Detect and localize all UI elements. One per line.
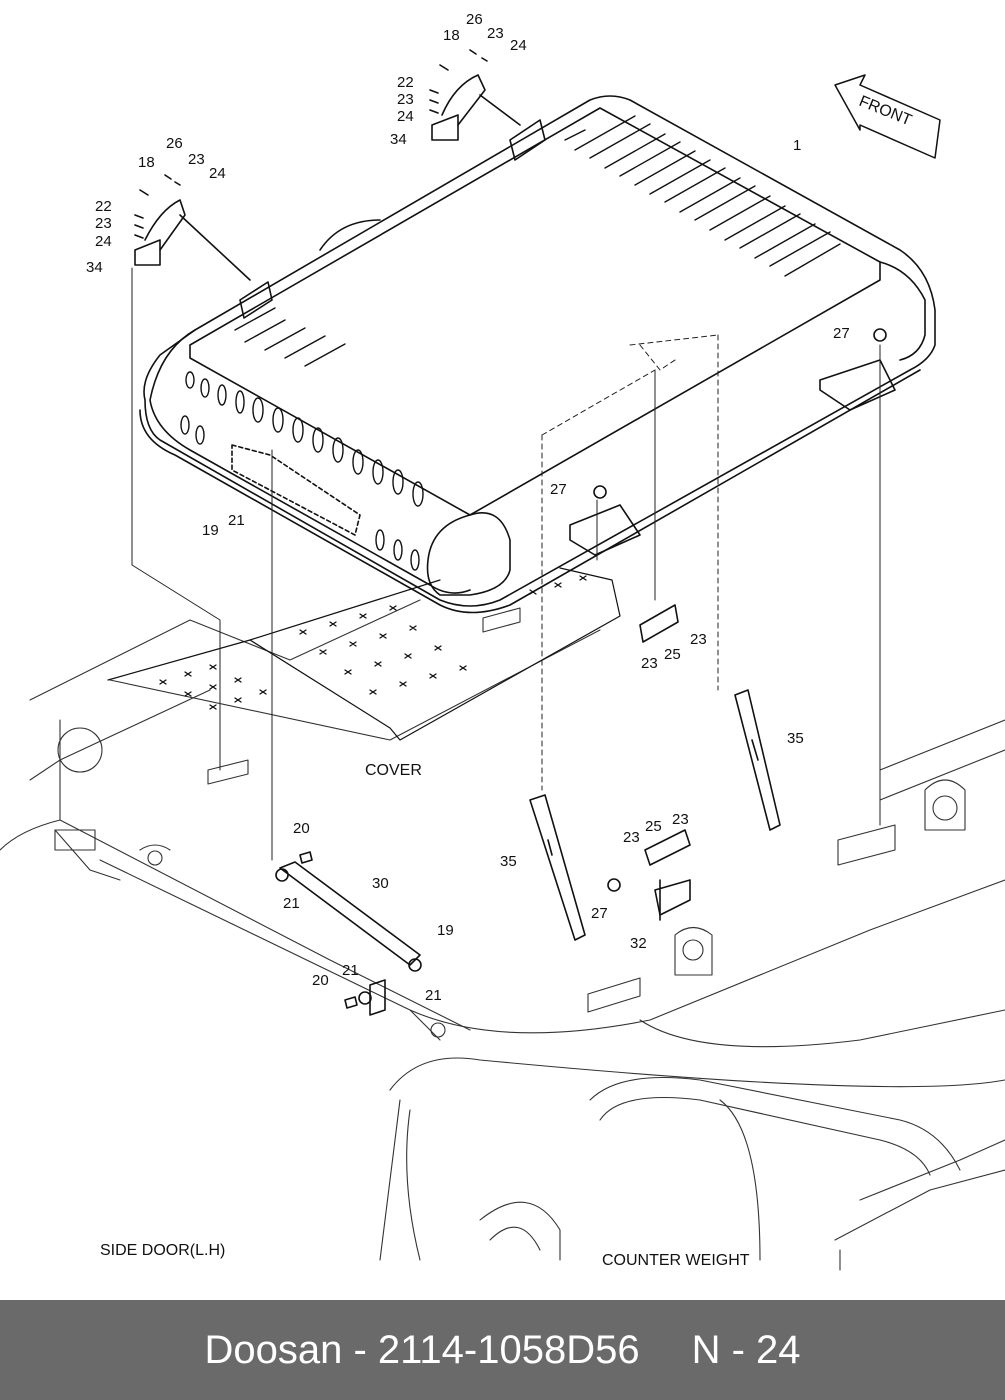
machine-body xyxy=(0,599,1005,1271)
hinge-right xyxy=(429,49,521,141)
cover-plate xyxy=(107,567,621,741)
callout-24: 24 xyxy=(209,165,226,182)
page-number: N - 24 xyxy=(691,1327,801,1372)
top-cover xyxy=(139,95,936,614)
callout-25: 25 xyxy=(664,646,681,663)
callout-23: 23 xyxy=(623,829,640,846)
counter-weight-label: COUNTER WEIGHT xyxy=(602,1252,750,1269)
callout-23: 23 xyxy=(487,25,504,42)
callout-23: 23 xyxy=(641,655,658,672)
separator: - xyxy=(342,1327,378,1372)
callout-19: 19 xyxy=(437,922,454,939)
gas-springs xyxy=(529,689,781,941)
callout-18: 18 xyxy=(443,27,460,44)
callout-20: 20 xyxy=(293,820,310,837)
cover-label: COVER xyxy=(365,762,422,779)
callout-24: 24 xyxy=(95,233,112,250)
front-label: FRONT xyxy=(857,93,915,129)
callout-24: 24 xyxy=(510,37,527,54)
front-arrow xyxy=(834,74,941,159)
callouts: 1 26 18 23 24 22 23 24 34 26 18 23 24 22… xyxy=(86,11,850,1004)
callout-23: 23 xyxy=(397,91,414,108)
parts-diagram: FRONT COVER SIDE DOOR(L.H) COUNTER WEIGH… xyxy=(0,11,1005,1271)
callout-19: 19 xyxy=(202,522,219,539)
callout-34: 34 xyxy=(86,259,103,276)
callout-35: 35 xyxy=(787,730,804,747)
callout-30: 30 xyxy=(372,875,389,892)
brand-text: Doosan xyxy=(204,1327,343,1372)
callout-23: 23 xyxy=(95,215,112,232)
callout-25: 25 xyxy=(645,818,662,835)
support-rod xyxy=(275,851,422,1016)
callout-20: 20 xyxy=(312,972,329,989)
callout-23: 23 xyxy=(672,811,689,828)
callout-1: 1 xyxy=(793,137,801,154)
callout-22: 22 xyxy=(397,74,414,91)
callout-21: 21 xyxy=(228,512,245,529)
callout-22: 22 xyxy=(95,198,112,215)
callout-27: 27 xyxy=(550,481,567,498)
hinge-left xyxy=(134,174,251,281)
callout-34: 34 xyxy=(390,131,407,148)
bracket-32 xyxy=(639,604,691,921)
callout-24: 24 xyxy=(397,108,414,125)
callout-18: 18 xyxy=(138,154,155,171)
callout-35: 35 xyxy=(500,853,517,870)
callout-27: 27 xyxy=(591,905,608,922)
footer-bar: Doosan - 2114-1058D56 N - 24 xyxy=(0,1300,1005,1400)
callout-23: 23 xyxy=(690,631,707,648)
part-number: 2114-1058D56 xyxy=(377,1327,640,1372)
side-door-label: SIDE DOOR(L.H) xyxy=(100,1242,225,1259)
callout-26: 26 xyxy=(466,11,483,28)
callout-21: 21 xyxy=(425,987,442,1004)
callout-21: 21 xyxy=(283,895,300,912)
callout-21: 21 xyxy=(342,962,359,979)
callout-27: 27 xyxy=(833,325,850,342)
callout-26: 26 xyxy=(166,135,183,152)
callout-23: 23 xyxy=(188,151,205,168)
callout-32: 32 xyxy=(630,935,647,952)
